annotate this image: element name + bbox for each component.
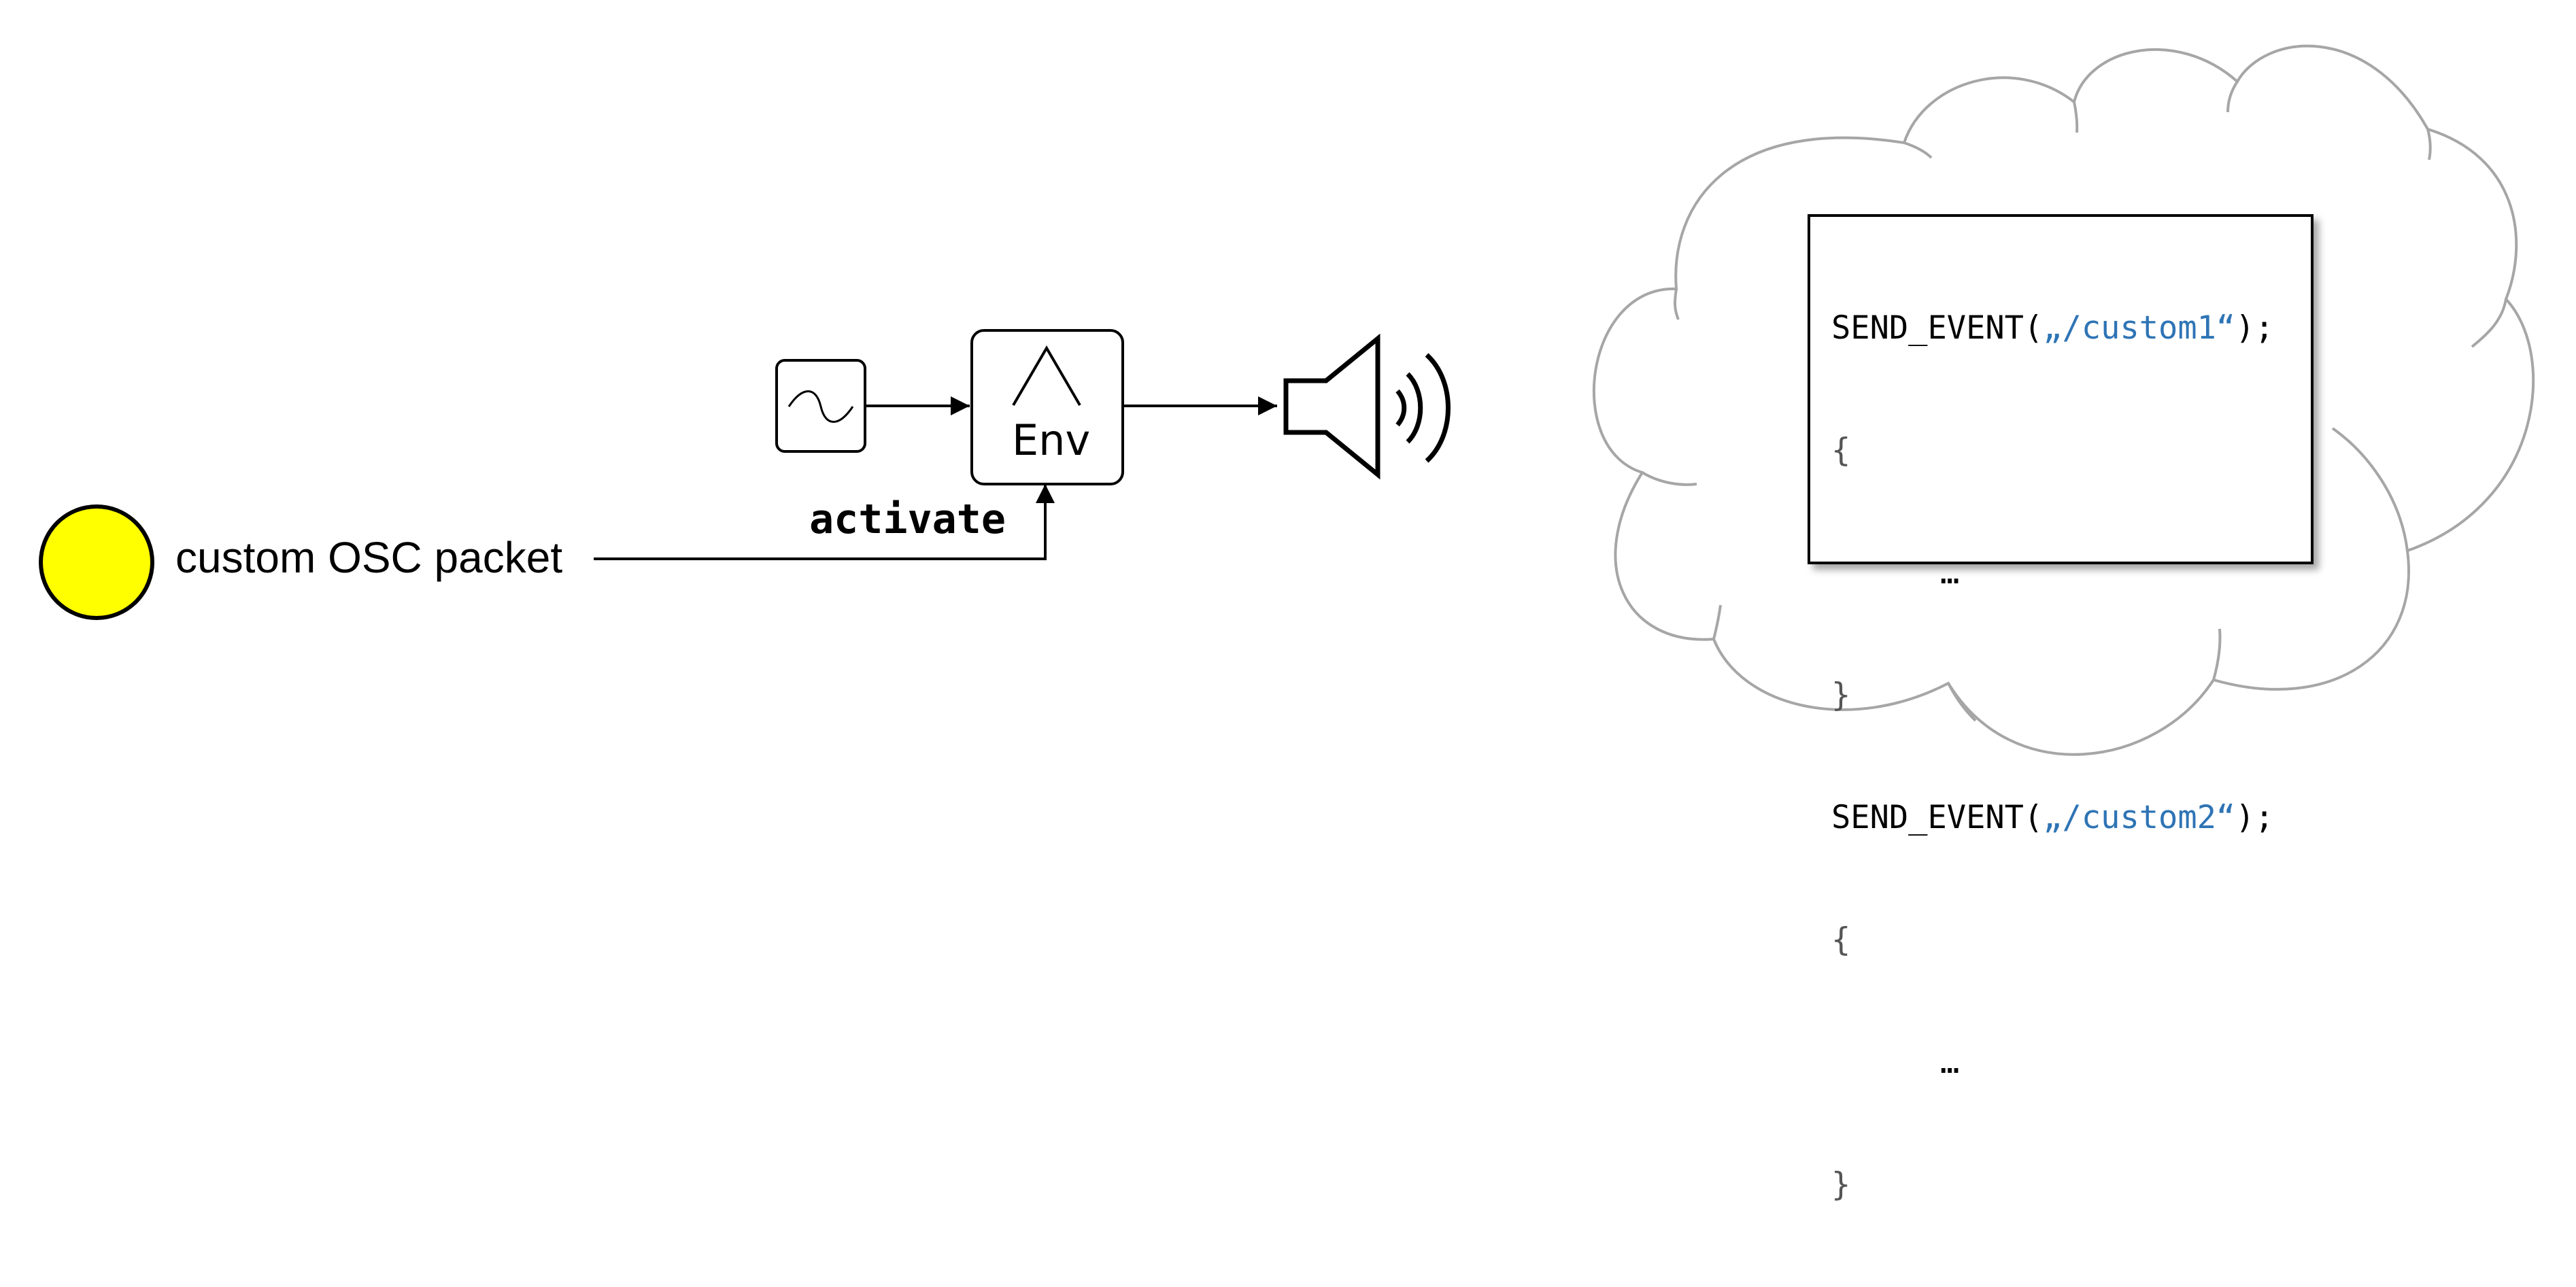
code-line-close-brace: }	[1831, 1166, 1851, 1203]
diagram: custom OSC packet activate Env SEND_EVEN…	[39, 44, 2535, 1203]
code-terminator: );	[2235, 309, 2274, 347]
osc-packet-circle	[39, 504, 154, 620]
code-line-ellipsis: …	[1831, 553, 2311, 594]
code-string: „/custom1“	[2043, 309, 2236, 347]
code-ellipsis: …	[1940, 1044, 1960, 1081]
code-keyword: SEND_EVENT(	[1831, 309, 2044, 347]
code-line-send-event-2: SEND_EVENT(„/custom2“);	[1831, 797, 2311, 838]
code-string: „/custom2“	[2043, 799, 2236, 836]
envelope-block	[970, 329, 1124, 485]
diagram-canvas	[39, 44, 2535, 756]
activate-label: activate	[809, 496, 1006, 543]
code-ellipsis: …	[1940, 554, 1960, 591]
envelope-peak-icon	[1012, 345, 1081, 407]
code-line-close-brace: }	[1831, 676, 1851, 714]
cloud-icon	[1592, 44, 2535, 756]
code-line-open-brace: {	[1831, 921, 1851, 959]
code-line-open-brace: {	[1831, 432, 1851, 469]
code-line-ellipsis: …	[1831, 1042, 2311, 1083]
envelope-label: Env	[1012, 415, 1091, 465]
code-line-send-event-1: SEND_EVENT(„/custom1“);	[1831, 308, 2311, 349]
oscillator-block	[775, 359, 866, 453]
sine-wave-icon	[787, 390, 854, 423]
trigger-connector	[594, 484, 1055, 560]
code-snippet-box: SEND_EVENT(„/custom1“); { … } SEND_EVENT…	[1808, 214, 2314, 1203]
osc-packet-label: custom OSC packet	[175, 533, 563, 582]
code-terminator: );	[2235, 799, 2274, 836]
speaker-icon	[1283, 333, 1451, 480]
code-keyword: SEND_EVENT(	[1831, 799, 2044, 836]
